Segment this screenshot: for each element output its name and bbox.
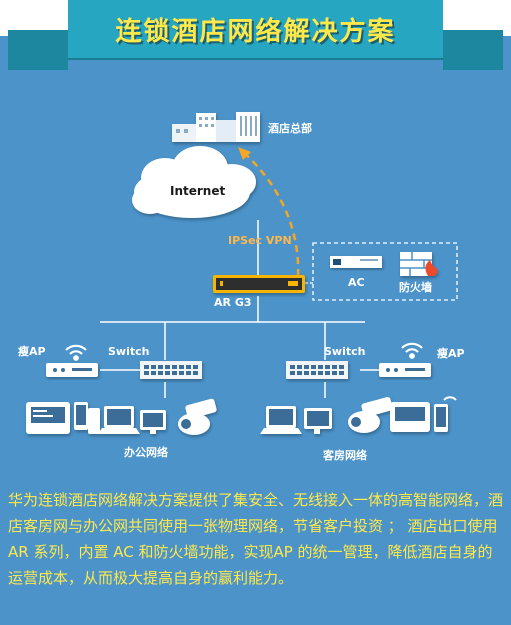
cctv-camera-icon bbox=[348, 397, 393, 433]
router-icon bbox=[213, 275, 305, 293]
switch-left-icon bbox=[140, 361, 202, 379]
page-title: 连锁酒店网络解决方案 bbox=[115, 16, 396, 47]
vpn-label: IPSec VPN bbox=[228, 234, 292, 247]
title-banner: 连锁酒店网络解决方案 bbox=[68, 0, 443, 58]
wifi-right-icon bbox=[401, 342, 423, 359]
vpn-tunnel-arrow bbox=[242, 151, 300, 277]
ap-right-label: 瘦AP bbox=[437, 346, 465, 360]
guest-network-label: 客房网络 bbox=[322, 448, 367, 462]
internet-label: Internet bbox=[170, 184, 225, 198]
hq-building-icon bbox=[172, 112, 260, 142]
pos-terminal-icon bbox=[26, 402, 70, 434]
ap-right-icon bbox=[379, 363, 431, 377]
firewall-label: 防火墙 bbox=[399, 280, 432, 294]
ac-label: AC bbox=[348, 276, 365, 289]
vpn-arrow-head bbox=[238, 147, 251, 160]
guest-devices bbox=[260, 397, 448, 434]
router-label: AR G3 bbox=[214, 296, 252, 309]
laptop-icon bbox=[260, 406, 302, 434]
banner-ribbon-left bbox=[8, 30, 68, 70]
office-network-label: 办公网络 bbox=[124, 445, 168, 459]
switch-right-icon bbox=[286, 361, 348, 379]
office-devices bbox=[26, 398, 217, 435]
wifi-left-icon bbox=[65, 344, 87, 361]
ac-device-icon bbox=[330, 256, 382, 268]
pos-terminal-icon bbox=[390, 402, 430, 432]
cctv-camera-icon bbox=[178, 398, 217, 435]
desktop-monitor-icon bbox=[304, 408, 332, 434]
hq-label: 酒店总部 bbox=[268, 121, 312, 135]
desktop-monitor-icon bbox=[140, 410, 166, 434]
smartphone-icon bbox=[434, 404, 448, 432]
tablet-icon bbox=[88, 408, 100, 434]
ap-left-icon bbox=[46, 363, 98, 377]
switch-left-label: Switch bbox=[108, 345, 149, 358]
switch-right-label: Switch bbox=[324, 345, 365, 358]
laptop-icon bbox=[98, 406, 140, 434]
ap-left-label: 瘦AP bbox=[18, 344, 46, 358]
ac-firewall-box bbox=[312, 242, 458, 301]
internet-cloud-icon bbox=[132, 146, 256, 218]
smartphone-icon bbox=[74, 402, 88, 430]
firewall-icon bbox=[400, 252, 438, 276]
wifi-device-icon bbox=[443, 396, 457, 401]
connection-lines bbox=[100, 220, 380, 398]
banner-ribbon-right bbox=[443, 30, 503, 70]
solution-description: 华为连锁酒店网络解决方案提供了集安全、无线接入一体的高智能网络，酒店客房网与办公… bbox=[8, 491, 504, 587]
